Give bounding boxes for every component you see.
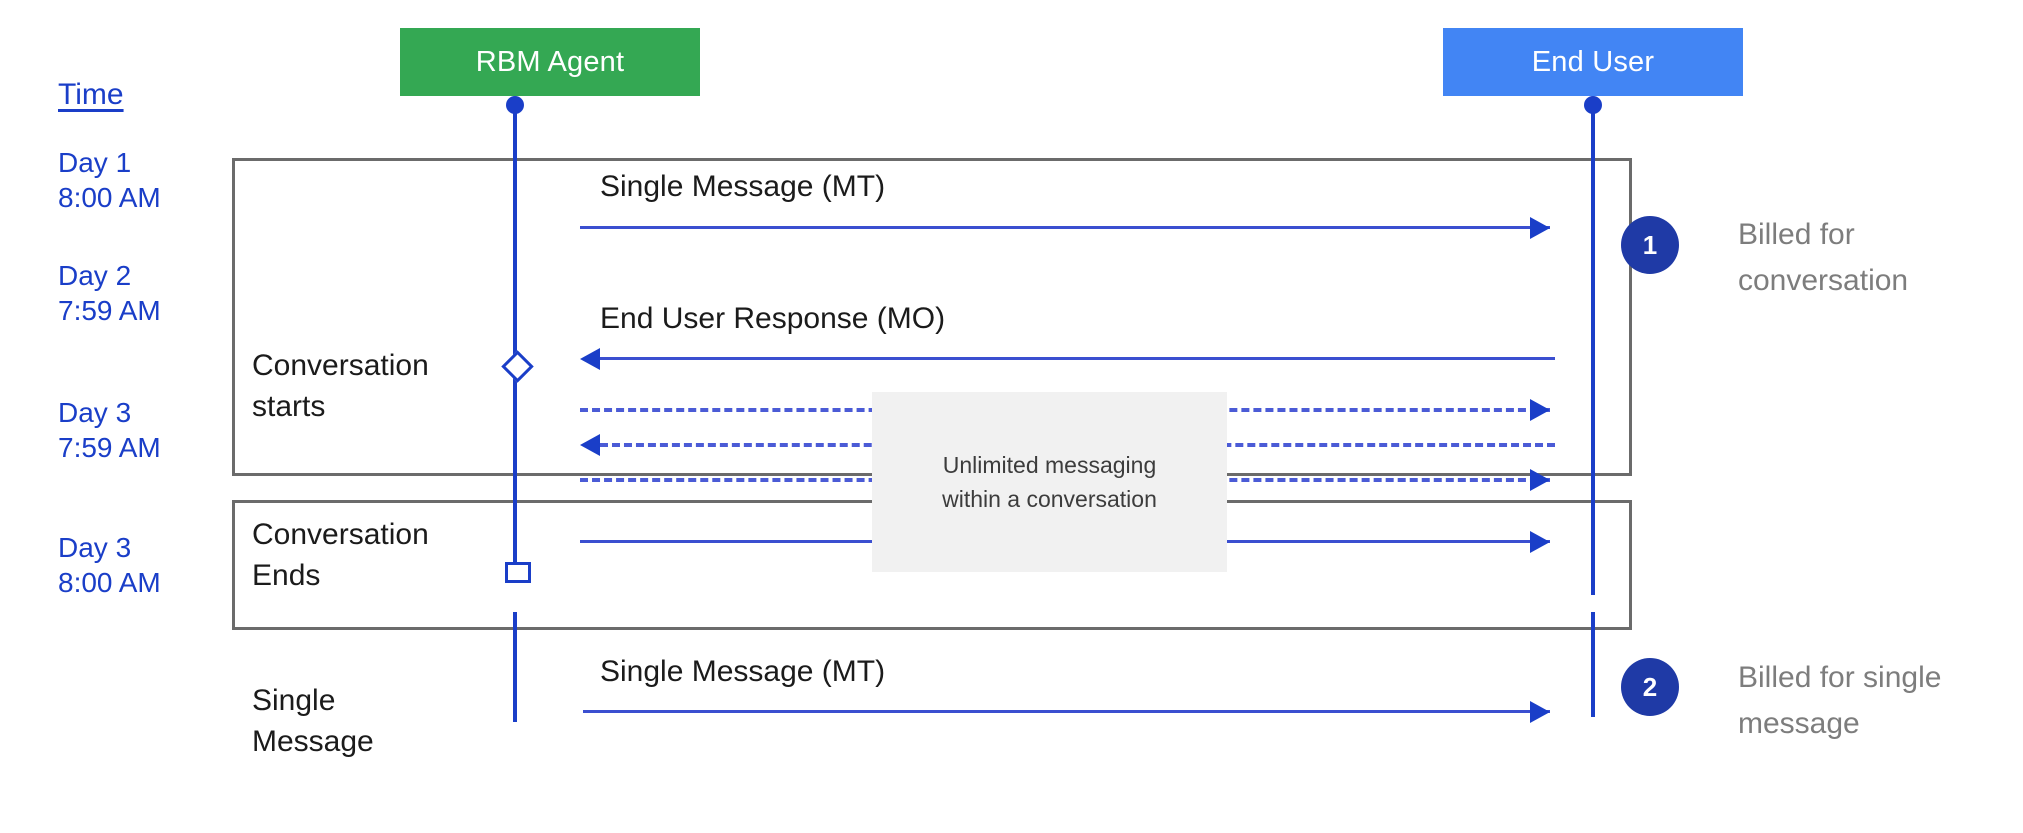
lifeline-rbm-agent-lower [513,612,517,722]
time-axis-header: Time [58,78,124,111]
message-arrow-head-left-2 [580,348,600,370]
time-label-day1-800am: Day 1 8:00 AM [58,147,161,213]
lifeline-end-user [1591,105,1595,595]
message-arrow-head-right-1 [1530,217,1550,239]
message-arrow-line-2 [600,357,1555,360]
message-arrow-line-1 [580,226,1550,229]
time-label-day3-800am: Day 3 8:00 AM [58,532,161,598]
message-arrow-head-left-4 [580,434,600,456]
message-arrow-head-right-7 [1530,701,1550,723]
message-arrow-head-right-6 [1530,531,1550,553]
badge-1-label: 1 [1642,229,1658,260]
lifeline-start-dot-end-user [1584,96,1602,114]
message-label-end-user-response-mo: End User Response (MO) [600,302,946,335]
time-label-day3-759am: Day 3 7:59 AM [58,397,161,463]
message-arrow-head-right-3 [1530,399,1550,421]
stage-label-single-message: Single Message [252,684,374,758]
message-label-single-message-mt-1: Single Message (MT) [600,170,886,203]
stage-label-conversation-ends: Conversation Ends [252,518,429,592]
lifeline-end-user-lower [1591,612,1595,717]
lifeline-start-dot-rbm-agent [506,96,524,114]
note-unlimited-messaging: Unlimited messaging within a conversatio… [872,392,1227,572]
badge-1: 1 [1621,216,1679,274]
side-note-billed-for-conversation: Billed for conversation [1738,218,1909,297]
conversation-end-square-marker [505,562,531,583]
message-arrow-line-7 [583,710,1550,713]
message-label-single-message-mt-2: Single Message (MT) [600,655,886,688]
lane-header-end-user-label: End User [1531,45,1655,78]
lifeline-rbm-agent [513,105,517,570]
badge-2-label: 2 [1642,671,1658,702]
time-label-day2-759am: Day 2 7:59 AM [58,260,161,326]
note-unlimited-messaging-text: Unlimited messaging within a conversatio… [942,452,1157,512]
message-arrow-head-right-5 [1530,469,1550,491]
side-note-billed-for-single-message: Billed for single message [1738,661,1942,740]
lane-header-rbm-agent-label: RBM Agent [475,45,625,78]
lane-header-end-user: End User [1443,28,1743,96]
lane-header-rbm-agent: RBM Agent [400,28,700,96]
stage-label-conversation-starts: Conversation starts [252,349,429,423]
badge-2: 2 [1621,658,1679,716]
